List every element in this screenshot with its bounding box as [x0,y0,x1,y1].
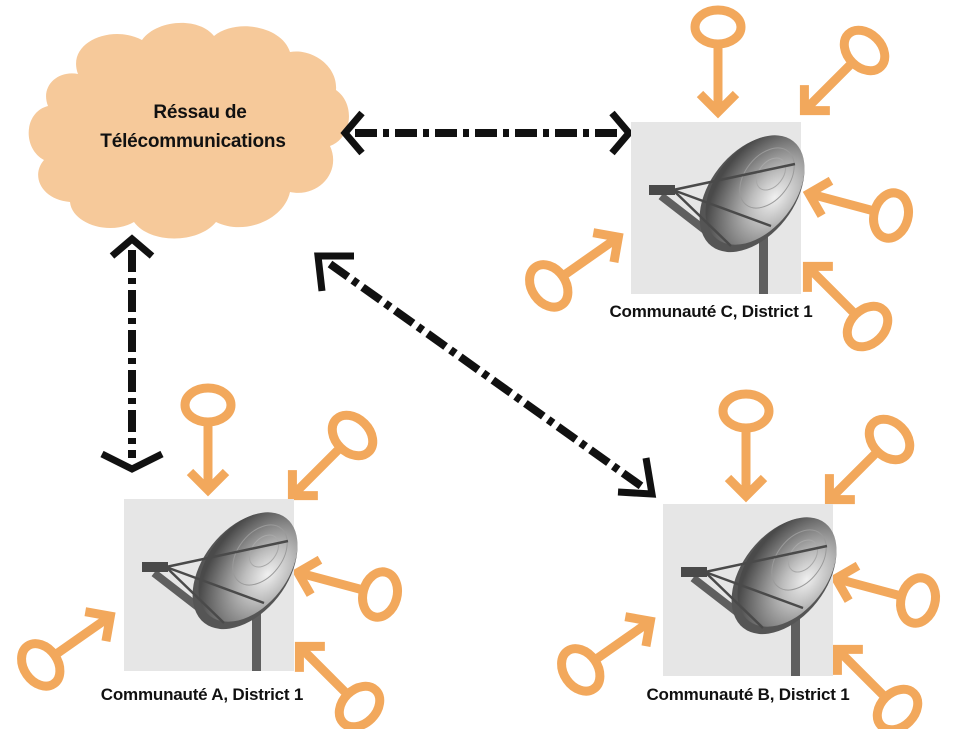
cloud-label-line2: Télécommunications [100,131,285,152]
user-key-icon [283,630,388,729]
user-key-icon [292,550,402,621]
cloud-label-line1: Réssau de [153,102,246,123]
satellite-dish-icon [663,498,858,676]
community-b-label: Communauté B, District 1 [646,685,849,704]
community-c-station [631,116,826,294]
link-cloud-to-community-a [100,234,164,473]
user-key-icon [803,171,913,242]
user-key-icon [821,633,926,729]
user-key-icon [695,10,741,112]
user-key-icon [276,407,381,512]
telecom-network-cloud [28,22,349,239]
user-key-icon [813,411,918,516]
user-key-icon [522,218,632,314]
user-key-icon [723,394,769,496]
satellite-dish-icon [124,493,319,671]
user-key-icon [788,22,893,127]
community-a-station [124,493,319,671]
user-key-icon [830,556,940,627]
link-cloud-to-community-c [340,110,634,156]
user-key-icon [185,388,231,490]
community-b-station [663,498,858,676]
community-c-label: Communauté C, District 1 [609,302,812,321]
satellite-dish-icon [631,116,826,294]
user-key-icon [14,597,124,693]
link-cloud-to-community-b [314,252,657,498]
community-a-label: Communauté A, District 1 [101,685,303,704]
